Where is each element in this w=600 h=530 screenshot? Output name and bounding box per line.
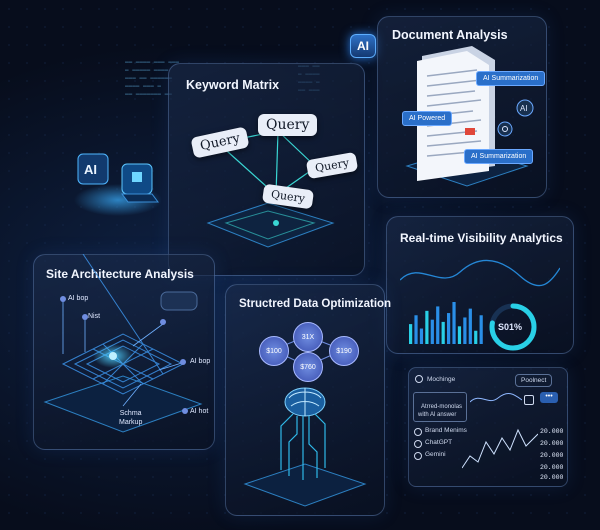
site-architecture-title: Site Architecture Analysis xyxy=(46,267,194,281)
structured-node-190: $190 xyxy=(329,336,359,366)
mentions-trend-line xyxy=(462,428,538,469)
ai-summarization-tag-top: AI Summarization xyxy=(476,71,546,86)
ai-badge-top-label: AI xyxy=(357,39,369,53)
visibility-gauge xyxy=(489,303,537,351)
site-label-ai-bop-2: AI bop xyxy=(190,358,211,365)
realtime-bar xyxy=(457,326,462,344)
structured-node-31x: 31X xyxy=(293,322,323,352)
gauge-label: S01% xyxy=(498,322,523,332)
realtime-bar xyxy=(474,330,478,344)
realtime-analytics-title: Real-time Visibility Analytics xyxy=(400,231,563,245)
ai-badge-left-label: AI xyxy=(84,162,97,177)
mentions-header-right[interactable]: Poolnect xyxy=(515,374,553,387)
mention-ai-answer-label: Atrred-monolas with Al answer xyxy=(418,404,463,418)
mentions-card xyxy=(408,367,568,487)
gauge-arc xyxy=(489,303,537,351)
document-analysis-title: Document Analysis xyxy=(392,28,508,42)
decorative-code: ▬▬ ▬▬▬▬ ▬▬▬ ▬▬▬▬ ▬▬▬▬▬ ▬▬▬▬▬▬▬ ▬▬ ▬▬▬▬▬▬… xyxy=(125,58,180,97)
mentions-wave xyxy=(470,393,522,403)
chatgpt-value: 20.000 xyxy=(540,440,564,447)
mentions-header-left-label: Mochinge xyxy=(427,375,456,383)
realtime-wave-line xyxy=(400,259,560,287)
structured-data-title: Structred Data Optimization xyxy=(239,298,392,310)
structured-node-31x-label: 31X xyxy=(301,333,315,341)
realtime-bar xyxy=(419,328,424,344)
extra-value-2: 20.000 xyxy=(540,474,564,481)
structured-node-190-label: $190 xyxy=(336,347,352,355)
site-label-nist: Nist xyxy=(88,313,101,320)
ai-cube-left: AI xyxy=(72,150,164,220)
mention-ai-answer-box[interactable]: Atrred-monolas with Al answer xyxy=(413,392,468,422)
realtime-bar xyxy=(468,308,472,344)
structured-node-760: $760 xyxy=(293,352,323,382)
site-label-ai-bop-1: AI bop xyxy=(68,295,89,302)
realtime-bar xyxy=(441,321,445,344)
structured-node-760-label: $760 xyxy=(300,363,316,371)
realtime-bar xyxy=(452,302,456,344)
brand-mentions-icon xyxy=(414,428,422,436)
realtime-bar xyxy=(447,313,451,344)
site-label-ai-hot: AI hot xyxy=(190,408,209,415)
brand-mentions-value: 20.000 xyxy=(540,428,564,435)
realtime-bar xyxy=(463,317,467,344)
chatgpt-icon xyxy=(414,440,422,448)
ai-summarization-tag-bottom: AI Summarization xyxy=(464,149,534,164)
circle-dot-icon xyxy=(415,375,423,383)
ai-badge-top: AI xyxy=(350,34,376,58)
realtime-bar xyxy=(414,315,418,344)
gemini-icon xyxy=(414,452,422,460)
keyword-matrix-title: Keyword Matrix xyxy=(186,78,280,92)
realtime-bar xyxy=(409,324,413,344)
gemini-value: 20.000 xyxy=(540,452,564,459)
extra-value-1: 20.000 xyxy=(540,464,564,471)
more-options-button[interactable]: ••• xyxy=(540,392,558,403)
mentions-header-right-label: Poolnect xyxy=(521,377,547,384)
gemini-label: Gemini xyxy=(425,451,446,458)
ai-powered-tag: AI Powered xyxy=(402,111,453,126)
realtime-bar xyxy=(425,310,429,344)
doc-ai-label: AI xyxy=(520,104,528,113)
realtime-bar xyxy=(436,306,440,344)
mentions-header-left: Mochinge xyxy=(415,375,455,383)
site-architecture-graphic xyxy=(43,254,203,433)
brand-mentions-label: Brand Menims xyxy=(425,427,467,434)
structured-data-graphic xyxy=(243,335,367,507)
query-chip-2[interactable]: Query xyxy=(258,114,318,136)
structured-node-100: $100 xyxy=(259,336,289,366)
realtime-bar xyxy=(430,319,434,344)
realtime-bar xyxy=(479,315,483,344)
realtime-bar-chart xyxy=(409,302,483,344)
site-label-schema-markup: Schma Markup xyxy=(119,410,143,426)
chatgpt-label: ChatGPT xyxy=(425,439,453,446)
lock-icon[interactable] xyxy=(524,395,534,405)
structured-node-100-label: $100 xyxy=(266,347,282,355)
